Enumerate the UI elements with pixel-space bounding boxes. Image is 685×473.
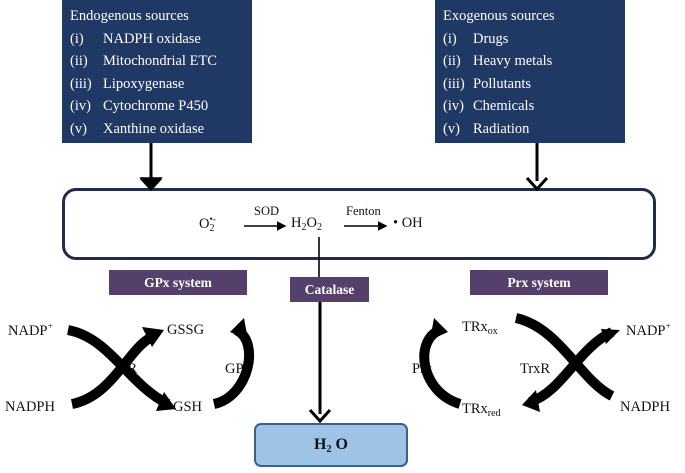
- item-number: (v): [70, 120, 87, 137]
- exogenous-source-item: (v) Radiation: [443, 118, 625, 141]
- item-label: Heavy metals: [473, 53, 553, 70]
- prx-system-label: Prx system: [470, 270, 608, 295]
- item-label: Lipoxygenase: [103, 75, 185, 92]
- item-number: (v): [443, 120, 460, 137]
- item-label: Pollutants: [473, 75, 532, 92]
- item-number: (i): [70, 30, 84, 47]
- exogenous-source-item: (ii) Heavy metals: [443, 50, 625, 73]
- gsh-label: GSH: [173, 399, 203, 415]
- gr-cross-arrows: [66, 325, 176, 411]
- prx-nadph-label: NADPH: [620, 399, 670, 415]
- exogenous-list: (i)Drugs(ii)Heavy metals(iii)Pollutants(…: [443, 28, 625, 141]
- item-number: (ii): [443, 53, 461, 70]
- exogenous-sources-box: Exogenous sources (i) Drugs (ii) Heavy meta…: [435, 0, 625, 143]
- exogenous-source-item: (i) Drugs: [443, 28, 625, 51]
- fenton-label: Fenton: [346, 204, 381, 218]
- trx-oxidized-label: TRxox: [462, 319, 498, 337]
- item-label: Xanthine oxidase: [103, 120, 205, 137]
- sod-label: SOD: [254, 204, 280, 218]
- gpx-nadp-label: NADP+: [8, 322, 53, 339]
- hydrogen-peroxide-label: H2O2: [291, 215, 322, 233]
- trxr-enzyme-label: TrxR: [520, 361, 551, 377]
- hydroxyl-radical-label: • OH: [393, 215, 423, 231]
- gssg-label: GSSG: [167, 322, 205, 338]
- trxr-cross-arrows: [514, 313, 620, 412]
- item-number: (i): [443, 30, 457, 47]
- exogenous-source-item: (iv) Chemicals: [443, 95, 625, 118]
- exogenous-title: Exogenous sources: [443, 8, 555, 24]
- catalase-label: Catalase: [290, 277, 369, 302]
- gpx-curve-arrow: [212, 318, 255, 409]
- gpx-nadph-label: NADPH: [5, 399, 55, 415]
- trx-reduced-label: TRxred: [462, 401, 501, 419]
- item-label: Cytochrome P450: [103, 98, 209, 115]
- item-number: (iii): [443, 75, 465, 92]
- exogenous-down-arrow: [525, 143, 549, 192]
- item-number: (iv): [70, 98, 91, 115]
- item-number: (iii): [70, 75, 92, 92]
- gpx-system-label: GPx system: [109, 270, 247, 295]
- endogenous-down-arrow: [139, 143, 163, 192]
- exogenous-source-item: (iii) Pollutants: [443, 73, 625, 96]
- endogenous-title: Endogenous sources: [70, 8, 189, 24]
- endogenous-source-item: (iv) Cytochrome P450: [70, 95, 252, 118]
- water-product-box: H2 O: [254, 423, 408, 467]
- endogenous-source-item: (iii) Lipoxygenase: [70, 73, 252, 96]
- item-label: Radiation: [473, 120, 530, 137]
- endogenous-list: (i)NADPH oxidase(ii)Mitochondrial ETC(ii…: [70, 28, 252, 141]
- endogenous-source-item: (v) Xanthine oxidase: [70, 118, 252, 141]
- item-number: (iv): [443, 98, 464, 115]
- prx-nadp-label: NADP+: [626, 322, 671, 339]
- item-label: Chemicals: [473, 98, 535, 115]
- endogenous-source-item: (i) NADPH oxidase: [70, 28, 252, 51]
- item-label: Drugs: [473, 30, 509, 47]
- item-number: (ii): [70, 53, 88, 70]
- item-label: NADPH oxidase: [103, 30, 201, 47]
- superoxide-label: O2•-: [199, 215, 216, 234]
- endogenous-sources-box: Endogenous sources (i) NADPH oxidase (ii) M…: [62, 0, 252, 143]
- prx-curve-arrow: [419, 318, 462, 409]
- ros-generation-box: [62, 188, 656, 260]
- catalase-water-arrow: [308, 302, 332, 424]
- endogenous-source-item: (ii) Mitochondrial ETC: [70, 50, 252, 73]
- item-label: Mitochondrial ETC: [103, 53, 217, 70]
